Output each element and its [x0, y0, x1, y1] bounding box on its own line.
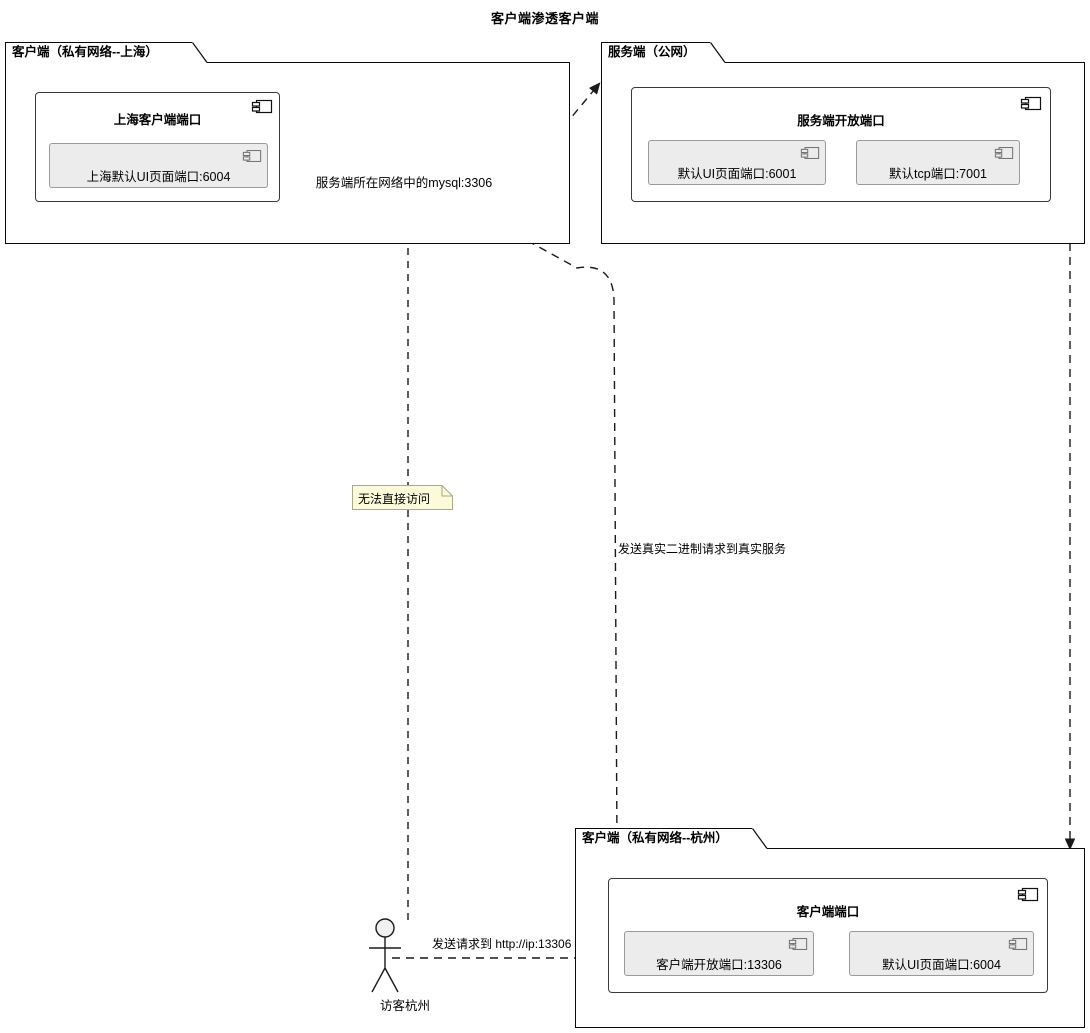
edge-label-hangzhou-to-mysql: 发送真实二进制请求到真实服务 — [618, 540, 787, 557]
port-label-hangzhou-ui-port: 默认UI页面端口:6004 — [882, 958, 1001, 972]
component-hangzhou-client-port[interactable]: 客户端端口 客户端开放端口:13306 默认UI页面端口:6004 — [608, 878, 1048, 993]
port-server-tcp-port[interactable]: 默认tcp端口:7001 — [856, 140, 1020, 185]
component-title-hangzhou-client-port: 客户端端口 — [796, 905, 860, 919]
port-hangzhou-ui-port[interactable]: 默认UI页面端口:6004 — [849, 931, 1034, 976]
package-tab-cut — [752, 828, 768, 849]
page-title: 客户端渗透客户端 — [490, 11, 599, 26]
database-mysql[interactable]: 服务端所在网络中的mysql:3306 — [287, 142, 521, 204]
package-tab-cut — [192, 42, 208, 63]
package-server-public: 服务端（公网） 服务端开放端口 默认UI页面端口:6001 — [601, 42, 1085, 244]
package-client-hangzhou: 客户端（私有网络--杭州） 客户端端口 客户端开放端口:13306 — [575, 828, 1085, 1028]
package-tab-cut — [710, 42, 726, 63]
database-label-mysql: 服务端所在网络中的mysql:3306 — [315, 176, 493, 190]
component-icon — [800, 147, 820, 159]
port-label-server-ui-port: 默认UI页面端口:6001 — [677, 167, 797, 181]
port-server-ui-port[interactable]: 默认UI页面端口:6001 — [648, 140, 826, 185]
edge-label-actor-to-hangzhou-port: 发送请求到 http://ip:13306 — [432, 935, 572, 952]
package-label-client-shanghai: 客户端（私有网络--上海） — [5, 42, 193, 63]
actor-label-visitor-hangzhou: 访客杭州 — [379, 999, 430, 1013]
port-label-shanghai-ui-port: 上海默认UI页面端口:6004 — [86, 170, 231, 184]
note-label-no-direct-access: 无法直接访问 — [358, 492, 431, 506]
component-icon — [1020, 96, 1042, 111]
actor-visitor-hangzhou[interactable]: 访客杭州 — [380, 995, 430, 1015]
port-label-server-tcp-port: 默认tcp端口:7001 — [889, 167, 987, 181]
port-shanghai-ui-port[interactable]: 上海默认UI页面端口:6004 — [49, 143, 268, 188]
component-title-server-open-port: 服务端开放端口 — [797, 114, 885, 128]
actor-figure — [369, 918, 401, 993]
component-server-open-port[interactable]: 服务端开放端口 默认UI页面端口:6001 默认tcp端口:7001 — [631, 87, 1051, 202]
component-icon — [242, 150, 262, 162]
component-shanghai-client-port[interactable]: 上海客户端端口 上海默认UI页面端口:6004 — [35, 92, 280, 202]
component-icon — [251, 99, 273, 114]
component-icon — [1017, 887, 1039, 902]
port-hangzhou-open-port[interactable]: 客户端开放端口:13306 — [624, 931, 814, 976]
package-label-client-hangzhou: 客户端（私有网络--杭州） — [575, 828, 753, 849]
port-label-hangzhou-open-port: 客户端开放端口:13306 — [656, 958, 782, 972]
component-title-shanghai-client-port: 上海客户端端口 — [113, 113, 202, 127]
component-icon — [1008, 938, 1028, 950]
component-icon — [788, 938, 808, 950]
package-label-server-public: 服务端（公网） — [601, 42, 711, 63]
component-icon — [994, 147, 1014, 159]
note-no-direct-access[interactable]: 无法直接访问 — [352, 485, 453, 510]
